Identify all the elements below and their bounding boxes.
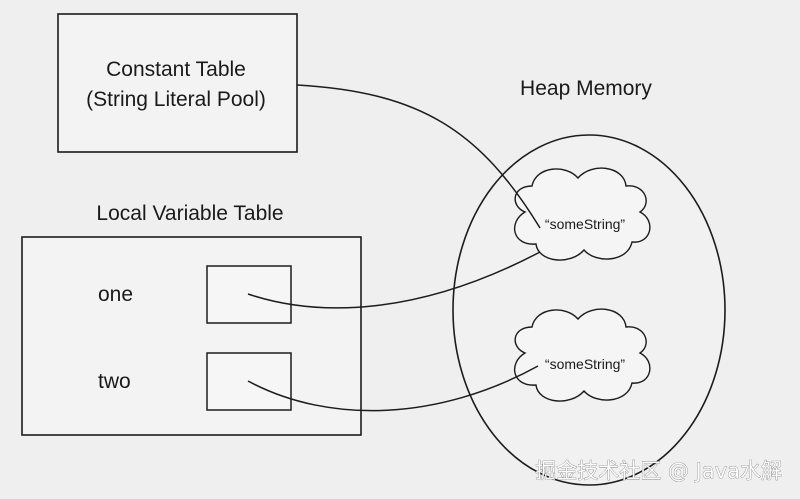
heap-object-1-cloud bbox=[513, 167, 651, 261]
heap-object-1-value: “someString” bbox=[545, 216, 625, 232]
local-variable-table-title: Local Variable Table bbox=[96, 202, 283, 225]
heap-memory-title: Heap Memory bbox=[520, 77, 652, 100]
variable-two-reference-line bbox=[247, 365, 539, 412]
constant-table-title-line2: (String Literal Pool) bbox=[86, 88, 266, 111]
variable-name-one: one bbox=[98, 283, 133, 306]
constant-table: Constant Table (String Literal Pool) bbox=[57, 13, 298, 153]
local-variable-table: Local Variable Table one two bbox=[21, 202, 362, 436]
constant-table-reference-line bbox=[296, 84, 541, 229]
constant-table-box bbox=[57, 13, 298, 153]
watermark-text: 掘金技术社区 @ Java水解 bbox=[535, 459, 782, 483]
heap-object-1: “someString” bbox=[513, 167, 651, 261]
heap-object-2-value: “someString” bbox=[545, 356, 625, 372]
constant-table-title-line1: Constant Table bbox=[106, 58, 246, 81]
heap-object-2-cloud bbox=[513, 308, 651, 402]
local-variable-table-box bbox=[21, 236, 362, 436]
heap-memory: Heap Memory “someString” “someString” bbox=[452, 77, 726, 486]
heap-object-2: “someString” bbox=[513, 308, 651, 402]
variable-one-reference-line bbox=[247, 251, 541, 309]
variable-name-two: two bbox=[98, 370, 131, 393]
